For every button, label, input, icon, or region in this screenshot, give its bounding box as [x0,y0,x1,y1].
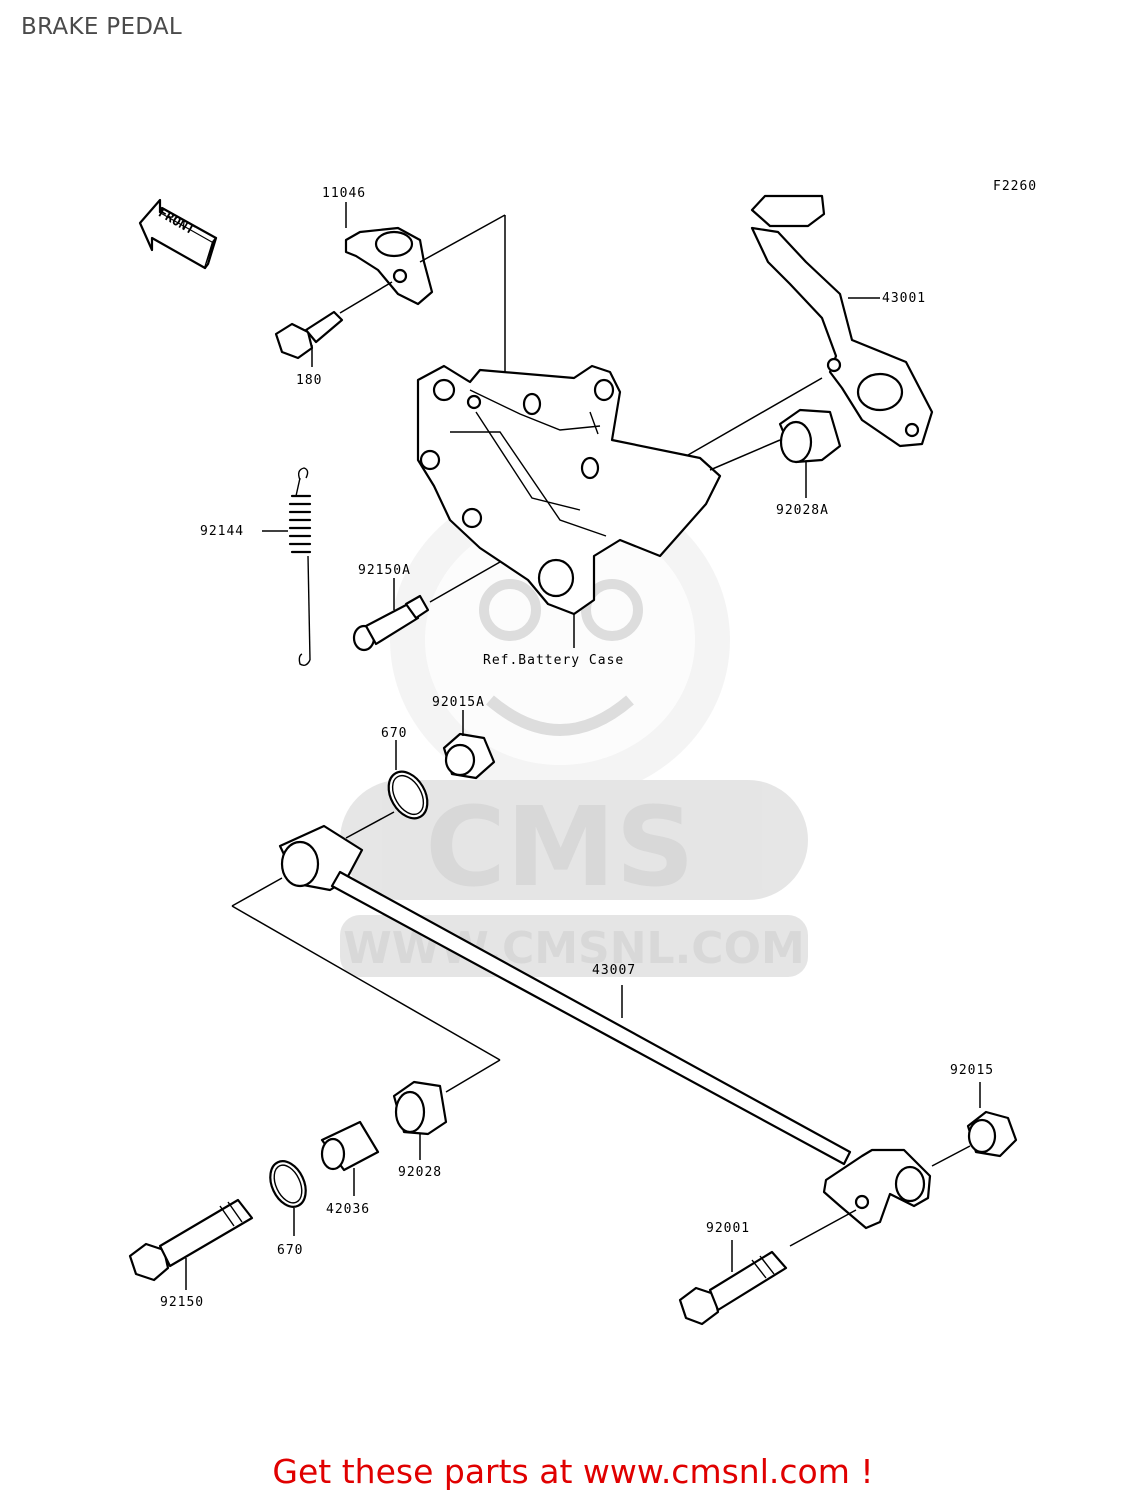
label-92144: 92144 [200,524,244,539]
label-92001: 92001 [706,1221,750,1236]
part-92001-bolt [678,1250,788,1326]
part-670-oring-top [387,770,429,820]
part-42036-sleeve [320,1120,380,1172]
label-670-top: 670 [381,726,407,741]
part-92150A-pin [352,594,430,652]
label-180: 180 [296,373,322,388]
part-43007-brake-rod [278,824,932,1230]
watermark-brand: CMS [425,783,694,911]
label-92150A: 92150A [358,563,411,578]
label-43007: 43007 [592,963,636,978]
main-bracket [416,364,722,616]
part-92028-collar [392,1080,448,1136]
label-92015: 92015 [950,1063,994,1078]
label-92150: 92150 [160,1295,204,1310]
part-92015A-nut [442,732,496,780]
label-92028A: 92028A [776,503,829,518]
label-92028: 92028 [398,1165,442,1180]
label-43001: 43001 [882,291,926,306]
part-92015-nut [966,1110,1018,1158]
label-11046: 11046 [322,186,366,201]
figure-code: F2260 [993,179,1037,194]
label-670-bottom: 670 [277,1243,303,1258]
front-arrow-icon: FRONT [138,198,218,270]
part-180-bolt [274,310,344,360]
part-92028A-collar [778,408,842,464]
page-title: BRAKE PEDAL [21,14,183,40]
get-parts-link[interactable]: Get these parts at www.cmsnl.com ! [272,1452,874,1491]
part-43001-brake-pedal [750,194,934,448]
part-11046-bracket [344,226,434,306]
part-92150-bolt [128,1198,254,1282]
watermark: CMS WWW.CMSNL.COM [340,480,808,977]
part-92144-spring [288,467,312,667]
part-670-oring-bottom [269,1160,307,1208]
label-92015A: 92015A [432,695,485,710]
label-42036: 42036 [326,1202,370,1217]
ref-battery-case-label: Ref.Battery Case [483,653,624,668]
